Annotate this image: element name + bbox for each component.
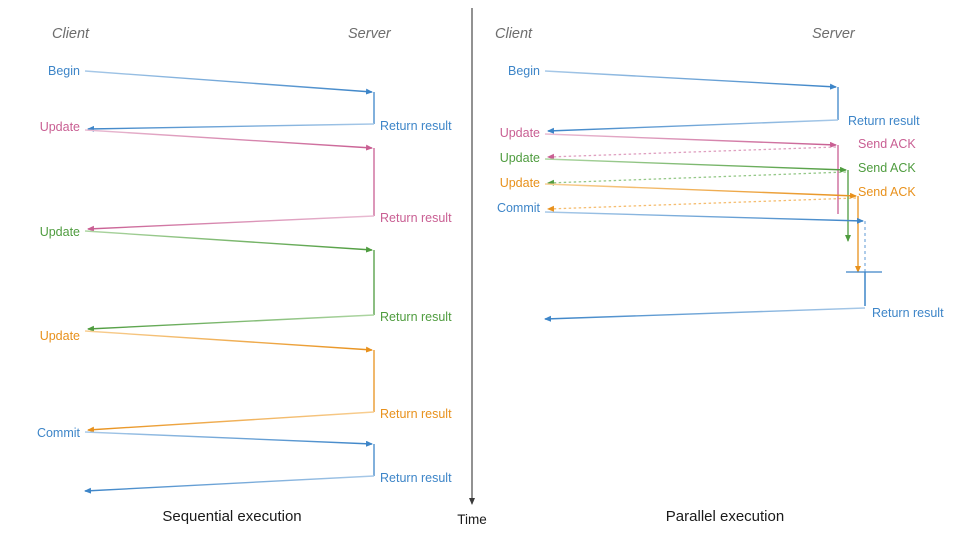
message-ack-pink-parallel: Send ACK (547, 137, 916, 160)
label-begin: Begin (48, 64, 80, 78)
arrow-commit-request-parallel (544, 211, 864, 224)
message-update-pink-sequential: Update (40, 120, 373, 151)
label-update-pink-parallel: Update (500, 126, 540, 140)
arrow-begin-request-parallel (544, 70, 837, 90)
label-return-result-commit-parallel: Return result (872, 306, 944, 320)
arrow-ack-pink (547, 146, 837, 160)
lane-title-client-sequential: Client (52, 26, 90, 42)
label-update-green-parallel: Update (500, 151, 540, 165)
arrow-update-orange-request-parallel (544, 183, 857, 199)
arrow-commit-request (84, 431, 373, 447)
message-commit-parallel: Commit (497, 201, 864, 224)
arrow-return-1 (87, 123, 375, 132)
message-return-commit-parallel: Return result (544, 306, 944, 322)
arrow-update-pink-request-parallel (544, 133, 837, 148)
message-update-green-parallel: Update (500, 151, 847, 173)
message-return-pink-sequential: Return result (87, 211, 452, 232)
arrow-update-green-request (84, 230, 373, 253)
arrow-begin-request (84, 70, 373, 95)
arrow-return-begin-parallel (547, 119, 839, 134)
label-send-ack-pink: Send ACK (858, 137, 916, 151)
label-commit: Commit (37, 426, 81, 440)
label-return-result-green: Return result (380, 310, 452, 324)
panel-sequential: Client Server Begin Return result Update… (37, 26, 452, 525)
lane-title-server-sequential: Server (348, 26, 392, 42)
label-return-result-commit: Return result (380, 471, 452, 485)
arrow-return-commit-parallel (544, 307, 866, 322)
panel-parallel: Client Server Begin Return result Update… (495, 26, 944, 525)
label-update-orange: Update (40, 329, 80, 343)
message-return-1-sequential: Return result (87, 119, 452, 133)
arrow-return-orange (87, 411, 375, 433)
arrow-update-green-request-parallel (544, 158, 847, 173)
message-update-orange-parallel: Update (500, 176, 857, 199)
arrow-update-orange-request (84, 330, 373, 353)
label-update-orange-parallel: Update (500, 176, 540, 190)
lane-title-client-parallel: Client (495, 26, 533, 42)
label-send-ack-orange: Send ACK (858, 185, 916, 199)
arrow-update-pink-request (84, 129, 373, 151)
label-commit-parallel: Commit (497, 201, 541, 215)
label-send-ack-green: Send ACK (858, 161, 916, 175)
message-update-pink-parallel: Update (500, 126, 837, 148)
message-begin-parallel: Begin (508, 64, 837, 90)
message-ack-green-parallel: Send ACK (547, 161, 916, 186)
caption-parallel: Parallel execution (666, 508, 784, 525)
message-update-orange-sequential: Update (40, 329, 373, 353)
message-update-green-sequential: Update (40, 225, 373, 253)
label-begin-parallel: Begin (508, 64, 540, 78)
time-axis-label: Time (457, 512, 487, 527)
arrow-return-commit (84, 475, 375, 494)
arrow-return-green (87, 314, 375, 332)
arrow-return-pink (87, 215, 375, 232)
label-return-result-begin-parallel: Return result (848, 114, 920, 128)
message-return-green-sequential: Return result (87, 310, 452, 332)
caption-sequential: Sequential execution (162, 508, 301, 525)
arrow-ack-green (547, 171, 847, 186)
time-axis: Time (457, 8, 487, 527)
label-update-green: Update (40, 225, 80, 239)
message-return-commit-sequential: Return result (84, 471, 452, 494)
message-ack-orange-parallel: Send ACK (547, 185, 916, 212)
message-commit-sequential: Commit (37, 426, 373, 447)
arrow-ack-orange (547, 197, 857, 212)
lane-title-server-parallel: Server (812, 26, 856, 42)
label-return-result-pink: Return result (380, 211, 452, 225)
label-return-result-orange: Return result (380, 407, 452, 421)
message-begin-sequential: Begin (48, 64, 373, 95)
message-return-orange-sequential: Return result (87, 407, 452, 433)
label-update-pink: Update (40, 120, 80, 134)
label-return-result-1: Return result (380, 119, 452, 133)
message-return-begin-parallel: Return result (547, 114, 920, 134)
